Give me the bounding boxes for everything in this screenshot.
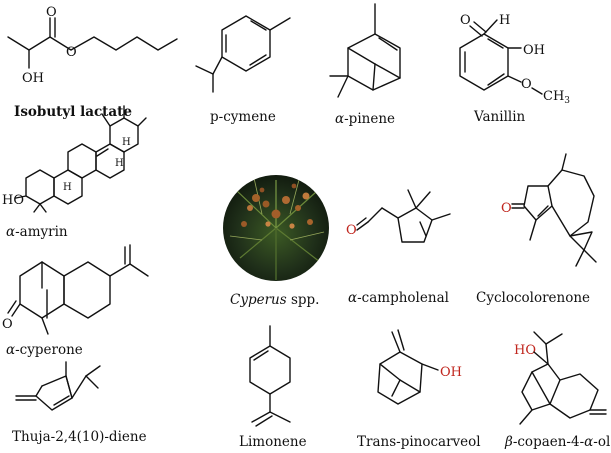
atom-o: O: [521, 77, 532, 92]
structure-beta-copaen-4-alpha-ol: HO: [514, 331, 607, 425]
label-alpha-amyrin: α-amyrin: [6, 224, 68, 240]
cyperus-plant-photo: [223, 175, 329, 281]
structure-alpha-pinene: [329, 3, 401, 98]
atom-o: O: [2, 317, 13, 332]
atom-o: O: [460, 13, 471, 28]
label-cyclocolorenone: Cyclocolorenone: [476, 290, 590, 306]
atom-h: H: [63, 182, 72, 193]
label-isobutyl-lactate: Isobutyl lactate: [14, 104, 132, 120]
atom-oh: OH: [22, 71, 44, 86]
label-alpha-cyperone: α-cyperone: [6, 342, 83, 358]
atom-oh: OH: [440, 365, 462, 380]
label-p-cymene: p-cymene: [210, 109, 276, 125]
label-thuja-diene: Thuja-2,4(10)-diene: [12, 429, 147, 445]
structure-trans-pinocarveol: OH: [377, 329, 462, 405]
label-alpha-campholenal: α-campholenal: [348, 290, 449, 306]
atom-ho: HO: [2, 193, 24, 208]
atom-ho: HO: [514, 343, 536, 358]
atom-h: H: [122, 137, 131, 148]
label-beta-copaen-4-alpha-ol: β-copaen-4-α-ol: [504, 434, 610, 450]
label-cyperus: Cyperus spp.: [230, 292, 319, 308]
atom-o: O: [346, 223, 357, 238]
label-alpha-pinene: α-pinene: [335, 111, 395, 127]
structure-cyclocolorenone: O: [501, 153, 597, 267]
structure-isobutyl-lactate: O O OH: [7, 5, 178, 86]
label-trans-pinocarveol: Trans-pinocarveol: [357, 434, 481, 450]
structure-vanillin: O H OH O CH3: [459, 13, 570, 106]
atom-o: O: [66, 45, 77, 60]
atom-o: O: [501, 201, 512, 216]
structure-alpha-campholenal: O: [346, 189, 451, 243]
structure-thuja-diene: [15, 361, 101, 411]
atom-ch3: CH3: [543, 89, 570, 106]
structure-alpha-cyperone: O: [2, 244, 149, 335]
structure-p-cymene: [195, 15, 291, 93]
atom-h: H: [115, 158, 124, 169]
structure-limonene: [249, 325, 291, 427]
label-vanillin: Vanillin: [473, 109, 526, 125]
label-limonene: Limonene: [239, 434, 307, 450]
structure-alpha-amyrin: HO H H H: [2, 105, 147, 213]
atom-oh: OH: [523, 43, 545, 58]
atom-o: O: [46, 5, 57, 20]
atom-h: H: [499, 13, 510, 28]
